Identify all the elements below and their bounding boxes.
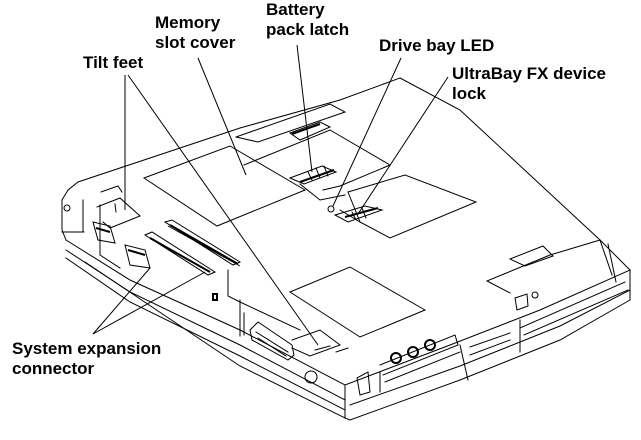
round-port: [304, 370, 318, 384]
battery-top-panel: [235, 103, 347, 143]
right-rear-panel: [486, 239, 601, 294]
small-port-clip: [212, 293, 218, 301]
battery-panel: [243, 129, 392, 201]
label-tilt-feet: Tilt feet: [83, 53, 144, 72]
ultrabay-lock-part: [333, 205, 384, 223]
label-system-expansion-connector: System expansion connector: [12, 339, 162, 378]
laptop-outline: [61, 77, 631, 421]
memory-slot-cover-panel: [142, 145, 307, 227]
label-drive-bay-led: Drive bay LED: [379, 36, 495, 55]
leader-ultrabay-lock: [357, 76, 449, 215]
parallel-port: [249, 321, 295, 361]
tilt-foot-right: [291, 329, 349, 357]
front-lock-piece: [356, 371, 371, 396]
leader-memory-slot-cover: [197, 57, 247, 176]
expansion-connector-slots: [143, 219, 242, 276]
vent-grille: [469, 332, 511, 356]
audio-jacks: [379, 334, 461, 393]
tilt-foot-left: [96, 185, 141, 229]
bottom-center-panel: [288, 266, 427, 338]
label-battery-pack-latch: Battery pack latch: [266, 0, 350, 39]
label-memory-slot-cover: Memory slot cover: [155, 13, 236, 52]
leader-lines: [92, 44, 449, 346]
leader-expansion-2: [92, 271, 206, 335]
drive-bay-panel: [339, 174, 478, 239]
battery-pack-latch-part: [288, 165, 338, 185]
label-ultrabay-fx-device-lock: UltraBay FX device lock: [452, 64, 607, 103]
left-ports: [92, 221, 151, 269]
leader-expansion-1: [92, 267, 151, 335]
ultrabay-slot: [514, 281, 629, 339]
leader-tilt-feet-right: [127, 74, 319, 346]
leader-battery-pack-latch: [296, 44, 313, 173]
leader-drive-bay-led: [332, 57, 402, 207]
drive-bay-led-dot: [327, 205, 335, 213]
